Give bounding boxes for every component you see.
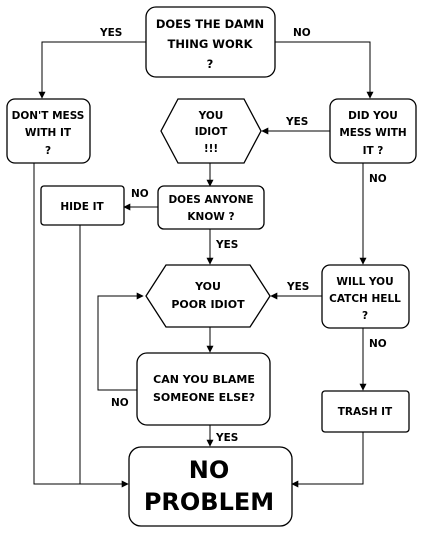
label-anyone-yes: YES [215, 239, 238, 251]
node-noprob-line1: NO [189, 456, 230, 484]
edge-works-yes [38, 41, 146, 99]
node-dontmess-line1: DON'T MESS [12, 110, 85, 122]
node-works-line3: ? [207, 57, 214, 71]
node-trash: TRASH IT [321, 390, 410, 433]
node-dontmess-line3: ? [45, 145, 51, 157]
edges [33, 41, 374, 488]
node-idiot-line1: YOU [198, 110, 224, 122]
node-poor-line1: YOU [194, 280, 221, 293]
node-blame-line2: SOMEONE ELSE? [153, 391, 255, 404]
label-works-yes: YES [99, 27, 122, 39]
node-poor: YOU POOR IDIOT [145, 264, 271, 328]
node-messed-line2: MESS WITH [339, 127, 406, 139]
node-idiot-line2: IDIOT [195, 126, 228, 138]
node-works-line2: THING WORK [167, 37, 253, 51]
node-hide: HIDE IT [40, 185, 125, 226]
edge-dontmess-to-noprob [33, 163, 129, 488]
node-idiot: YOU IDIOT !!! [160, 98, 262, 164]
label-blame-yes: YES [215, 432, 238, 444]
node-hide-line1: HIDE IT [60, 201, 104, 213]
node-catch-line3: ? [362, 310, 368, 322]
edge-labels: YES NO YES NO NO YES YES NO NO YES [99, 27, 387, 444]
node-catch-line2: CATCH HELL [329, 293, 401, 305]
node-anyone-line1: DOES ANYONE [168, 194, 253, 206]
node-messed-line3: IT ? [363, 145, 384, 157]
node-dontmess-line2: WITH IT [25, 127, 72, 139]
edge-works-no [275, 41, 374, 99]
node-works: DOES THE DAMN THING WORK ? [145, 6, 276, 78]
node-trash-line1: TRASH IT [338, 406, 393, 418]
label-blame-no: NO [111, 397, 129, 409]
label-catch-no: NO [369, 338, 387, 350]
label-catch-yes: YES [286, 281, 309, 293]
node-messed: DID YOU MESS WITH IT ? [329, 98, 417, 164]
node-catch-line1: WILL YOU [336, 276, 393, 288]
node-messed-line1: DID YOU [348, 110, 398, 122]
node-noprob: NO PROBLEM [128, 446, 293, 527]
node-idiot-line3: !!! [204, 143, 218, 155]
label-works-no: NO [293, 27, 311, 39]
node-catch: WILL YOU CATCH HELL ? [321, 264, 410, 329]
node-blame: CAN YOU BLAME SOMEONE ELSE? [136, 352, 271, 426]
node-dontmess: DON'T MESS WITH IT ? [6, 98, 91, 164]
node-anyone-line2: KNOW ? [187, 211, 234, 223]
label-messed-yes: YES [285, 116, 308, 128]
label-anyone-no: NO [131, 188, 149, 200]
node-anyone: DOES ANYONE KNOW ? [157, 185, 265, 230]
node-poor-line2: POOR IDIOT [171, 298, 245, 311]
node-blame-line1: CAN YOU BLAME [153, 373, 255, 386]
node-works-line1: DOES THE DAMN [156, 17, 264, 31]
edge-trash-to-noprob [291, 432, 364, 488]
edge-blame-no [97, 292, 144, 391]
node-noprob-line2: PROBLEM [144, 488, 274, 516]
label-messed-no: NO [369, 173, 387, 185]
